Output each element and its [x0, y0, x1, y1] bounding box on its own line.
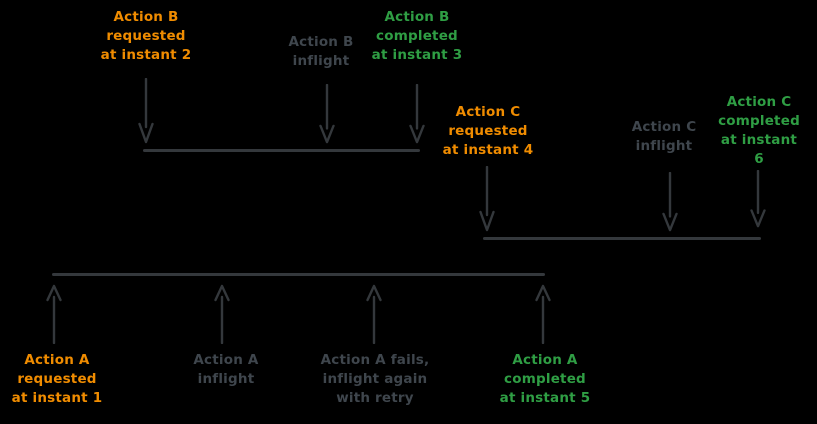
- label-c-completed: Action C completed at instant 6: [718, 94, 800, 167]
- arrow-up-a-inflight-icon: [214, 284, 230, 344]
- label-a-inflight: Action A inflight: [193, 352, 259, 387]
- timeline-action-b: [143, 149, 420, 152]
- label-b-inflight: Action B inflight: [288, 34, 354, 69]
- arrow-up-a-fails-icon: [366, 284, 382, 344]
- arrow-down-c-requested-icon: [479, 166, 495, 232]
- label-a-completed: Action A completed at instant 5: [499, 352, 591, 406]
- arrow-down-c-completed-icon: [750, 170, 766, 228]
- arrow-up-a-completed-icon: [535, 284, 551, 344]
- arrow-down-c-inflight-icon: [662, 172, 678, 232]
- arrow-down-b-completed-icon: [409, 84, 425, 144]
- label-a-requested: Action A requested at instant 1: [11, 352, 103, 406]
- arrow-down-b-inflight-icon: [319, 84, 335, 144]
- arrow-down-b-requested-icon: [138, 78, 154, 144]
- label-c-requested: Action C requested at instant 4: [442, 104, 534, 158]
- label-a-fails-retry: Action A fails, inflight again with retr…: [320, 352, 430, 406]
- label-c-inflight: Action C inflight: [631, 119, 697, 154]
- timeline-action-a: [52, 273, 545, 276]
- timeline-action-c: [483, 237, 761, 240]
- label-b-completed: Action B completed at instant 3: [371, 9, 463, 63]
- label-b-requested: Action B requested at instant 2: [100, 9, 192, 63]
- arrow-up-a-requested-icon: [46, 284, 62, 344]
